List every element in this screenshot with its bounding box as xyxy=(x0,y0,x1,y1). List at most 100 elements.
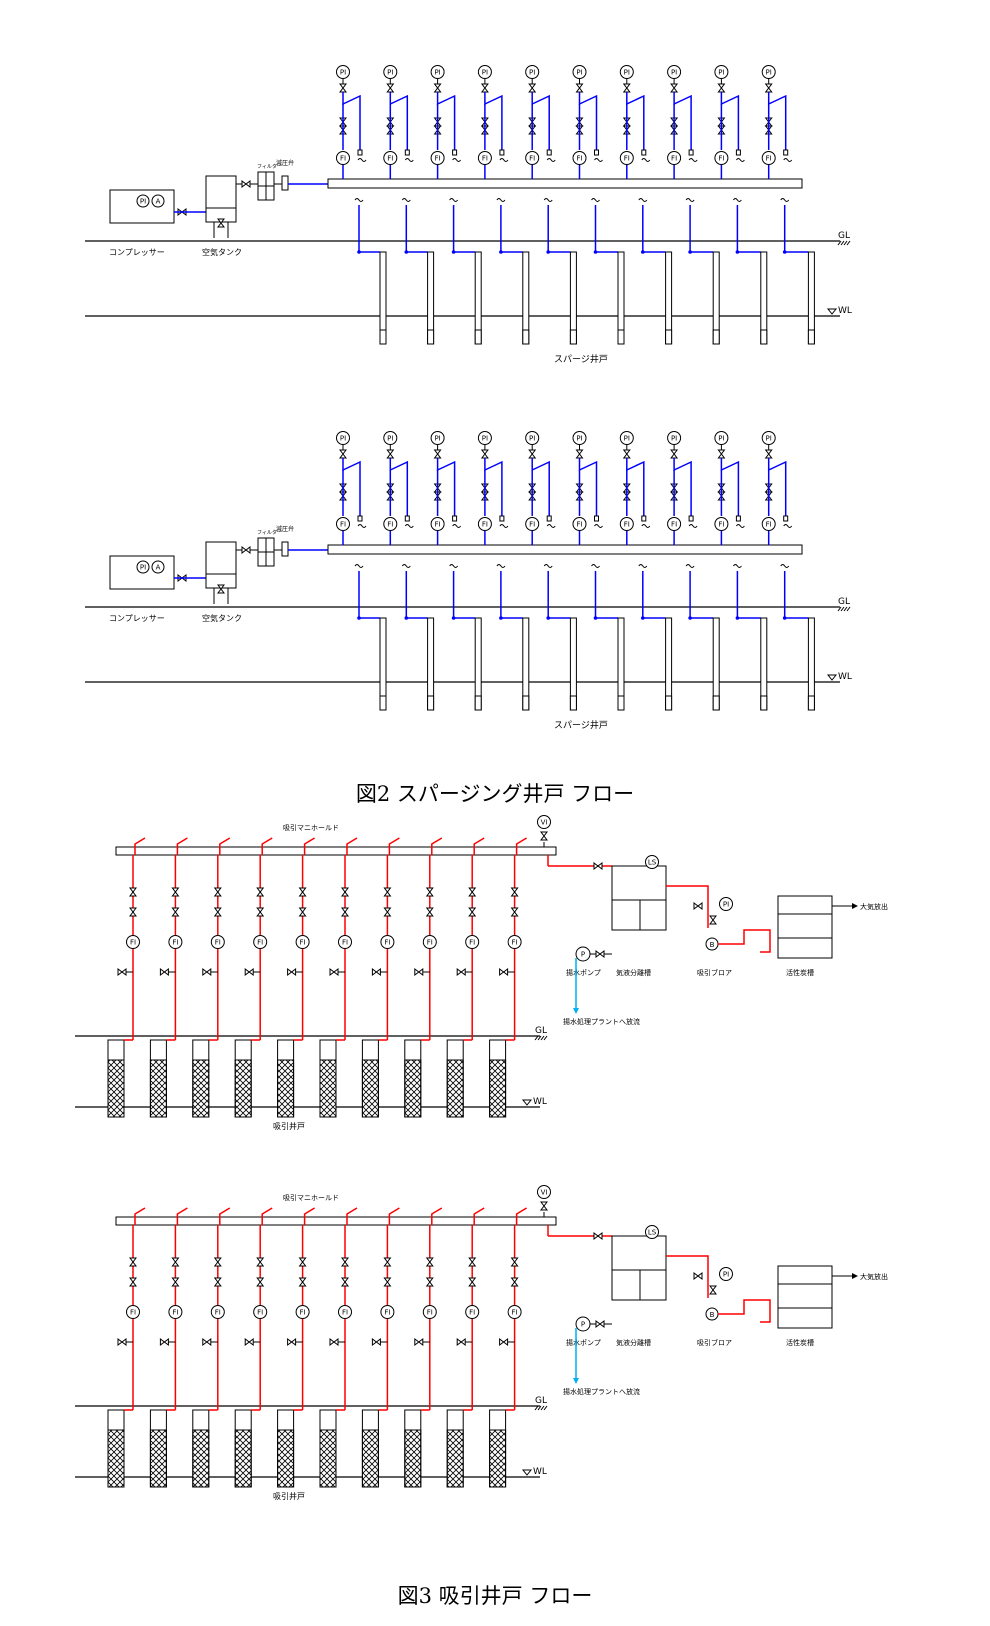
branch-valve-icon xyxy=(383,1277,392,1287)
fi-gauge-icon-text: FI xyxy=(766,155,772,163)
flex-hose-icon xyxy=(735,524,745,528)
fi-gauge-icon-text: FI xyxy=(427,939,433,947)
fi-gauge-icon-text: FI xyxy=(482,155,488,163)
atmosphere-label: 大気放出 xyxy=(860,902,888,911)
fi-gauge-icon-text: FI xyxy=(718,521,724,529)
discharge-label: 揚水処理プラントへ放流 xyxy=(563,1017,640,1026)
air-drop-line xyxy=(736,571,761,619)
pi-gauge-icon-circle xyxy=(761,65,776,79)
ground-hatch xyxy=(843,606,848,612)
manifold-label: 吸引マニホールド xyxy=(283,823,339,832)
flex-hose-icon xyxy=(591,198,600,202)
sample-valve-icon xyxy=(287,968,297,976)
pi-gauge-icon-text: PI xyxy=(576,435,582,443)
well-screen-hatch xyxy=(404,1059,422,1118)
suction-branch-line xyxy=(261,1207,273,1225)
pipe-joint-dot xyxy=(641,616,645,620)
fi-gauge-icon-circle xyxy=(465,935,480,949)
fi-gauge-icon-circle xyxy=(336,151,350,165)
fi-gauge-icon-text: FI xyxy=(172,1309,178,1317)
vi-gauge-icon-circle xyxy=(537,1185,551,1199)
air-drop-line xyxy=(736,205,761,253)
sample-valve-icon xyxy=(329,1338,339,1346)
pi-gauge-icon-circle xyxy=(477,65,492,79)
blower-symbol: B xyxy=(710,941,715,949)
fi-gauge-icon-circle xyxy=(714,151,729,165)
well-screen xyxy=(807,329,815,345)
pi-gauge-icon-text: PI xyxy=(482,69,488,77)
flex-hose-icon xyxy=(594,524,603,528)
flex-hose-icon xyxy=(641,158,651,162)
compressor-ammeter-circle xyxy=(151,560,165,574)
well-screen xyxy=(474,329,482,345)
pi-gauge-icon-circle xyxy=(430,65,445,79)
ground-hatch xyxy=(543,1405,548,1411)
sample-port-box xyxy=(404,515,410,522)
sample-port-box xyxy=(641,149,647,156)
wl-label: WL xyxy=(533,1467,547,1477)
fi-gauge-icon-text: FI xyxy=(384,1309,390,1317)
flex-hose-icon xyxy=(638,564,648,568)
suction-line xyxy=(718,929,771,953)
well-screen-hatch xyxy=(361,1059,379,1118)
filter-label: フィルター xyxy=(257,529,282,536)
air-branch-line xyxy=(436,458,456,516)
fi-gauge-icon-text: FI xyxy=(340,155,346,163)
air-branch-line xyxy=(531,92,550,150)
water-level-marker-icon xyxy=(826,674,838,681)
flex-hose-icon xyxy=(354,198,364,202)
pipe-joint-dot xyxy=(641,250,645,254)
fi-gauge-icon-circle xyxy=(525,151,540,165)
sample-port-box xyxy=(357,515,363,522)
well-screen-hatch xyxy=(234,1429,252,1488)
flex-hose-icon xyxy=(449,198,459,202)
fi-gauge-icon-circle xyxy=(336,517,350,531)
fi-gauge-icon-text: FI xyxy=(387,521,393,529)
sample-valve-icon xyxy=(159,1338,169,1346)
sample-valve-icon xyxy=(329,968,339,976)
ground-hatch xyxy=(846,240,851,246)
air-drop-line xyxy=(547,205,571,253)
fi-gauge-icon-circle xyxy=(422,1305,437,1319)
fi-gauge-icon-text: FI xyxy=(671,155,677,163)
fi-gauge-icon-text: FI xyxy=(576,521,582,529)
air-branch-line xyxy=(767,92,787,150)
branch-valve-icon xyxy=(383,907,392,917)
tank-drain-valve-icon xyxy=(217,218,225,228)
gauge-valve-icon xyxy=(528,449,537,459)
suction-branch-line xyxy=(219,1207,231,1225)
pi-gauge-icon-text: PI xyxy=(434,69,440,77)
well-screen xyxy=(427,329,435,345)
flex-hose-icon xyxy=(499,524,509,528)
blower-pi-gauge-icon-text: PI xyxy=(723,1271,729,1279)
sample-valve-icon xyxy=(456,968,466,976)
gauge-valve-icon xyxy=(339,83,347,93)
air-header-pipe xyxy=(327,178,803,189)
flex-hose-icon xyxy=(401,198,411,202)
reducing-valve-label: 減圧弁 xyxy=(276,159,294,167)
gauge-valve-icon xyxy=(764,449,773,459)
wells-label: スパージ井戸 xyxy=(554,353,608,365)
well-screen-hatch xyxy=(489,1059,507,1118)
compressor-pi-gauge-text: PI xyxy=(140,564,146,572)
gauge-valve-icon xyxy=(670,83,679,93)
well-screen-hatch xyxy=(192,1059,210,1118)
air-drop-line xyxy=(783,571,809,619)
suction-branch-line xyxy=(303,1207,315,1225)
fi-gauge-icon-circle xyxy=(525,517,540,531)
air-branch-line xyxy=(673,92,692,150)
fi-gauge-icon-text: FI xyxy=(718,155,724,163)
well-screen-hatch xyxy=(277,1429,295,1488)
flex-hose-icon xyxy=(732,198,742,202)
pi-gauge-icon-text: PI xyxy=(671,69,677,77)
gauge-valve-icon xyxy=(575,83,584,93)
vi-valve-icon xyxy=(540,1201,548,1211)
vi-gauge-icon-text: VI xyxy=(541,819,548,827)
sample-valve-icon xyxy=(287,1338,297,1346)
fi-gauge-icon-text: FI xyxy=(300,939,306,947)
flex-hose-icon xyxy=(546,524,556,528)
well-screen xyxy=(807,695,815,711)
flex-hose-icon xyxy=(449,564,459,568)
air-branch-line xyxy=(720,92,740,150)
branch-valve-icon xyxy=(468,1257,477,1267)
